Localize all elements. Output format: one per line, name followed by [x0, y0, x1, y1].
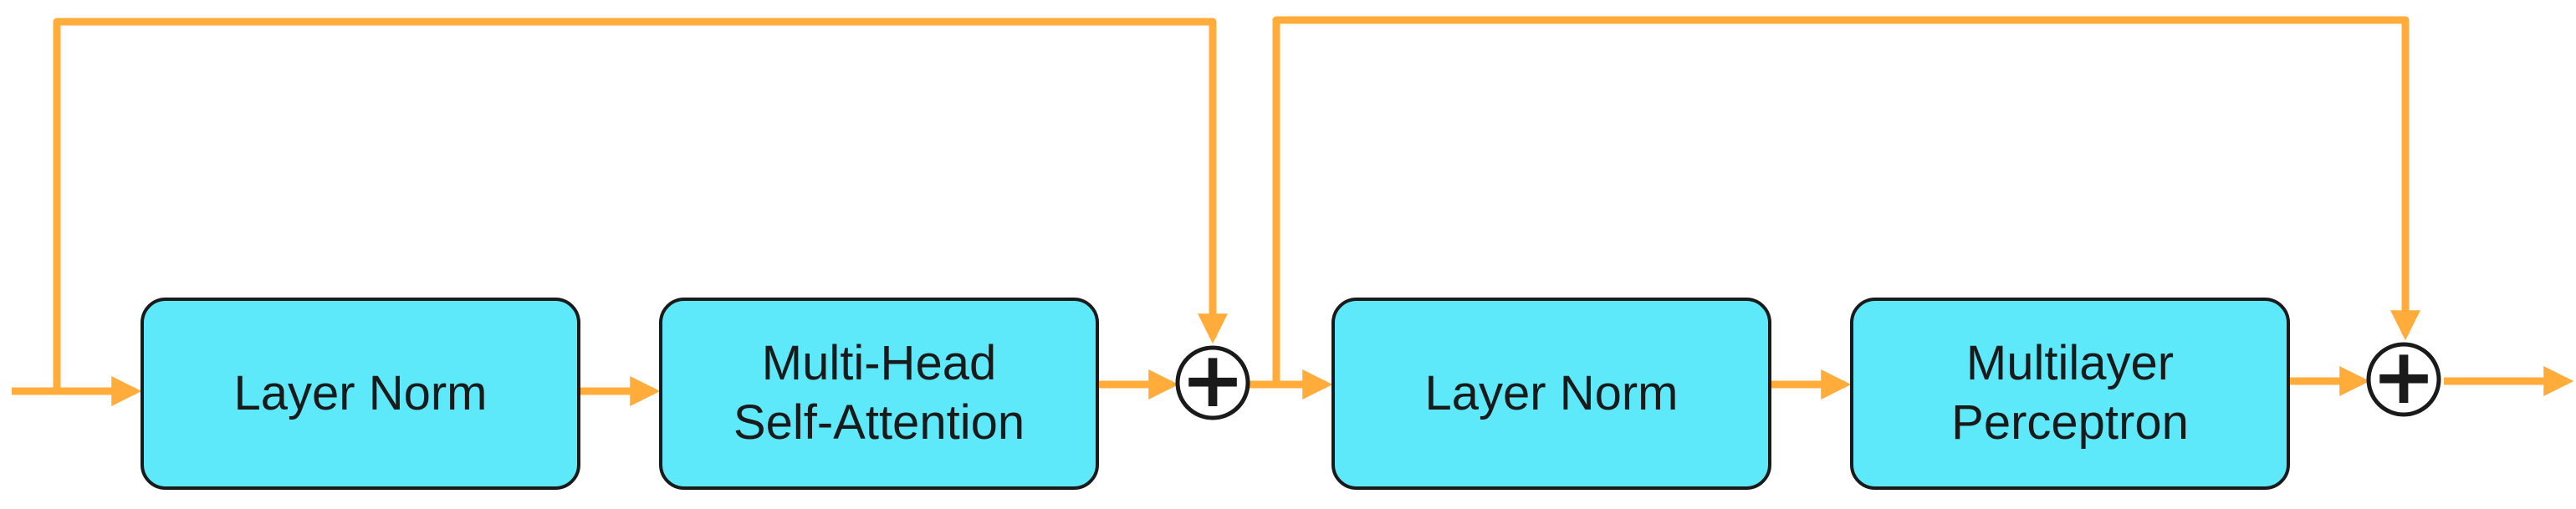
layer-norm-2-label: Layer Norm — [1424, 365, 1679, 420]
add-operator-1: + — [1175, 335, 1250, 425]
add-operator-2: + — [2366, 332, 2441, 421]
flow-arrows — [12, 16, 2574, 406]
layer-norm-block-2: Layer Norm — [1331, 298, 1771, 490]
multilayer-perceptron-block: Multilayer Perceptron — [1850, 298, 2290, 490]
multi-head-self-attention-block: Multi-Head Self-Attention — [659, 298, 1099, 490]
residual-skip-1-arrow — [53, 18, 1228, 391]
mhsa-label-line-1: Multi-Head — [761, 336, 997, 391]
mlp-label-line-1: Multilayer — [1965, 336, 2175, 391]
mhsa-label-line-2: Self-Attention — [733, 395, 1025, 450]
residual-skip-2-arrow — [1272, 16, 2420, 384]
layer-norm-1-label: Layer Norm — [233, 365, 488, 420]
add-operator-2-symbol: + — [2371, 332, 2435, 421]
add-operator-1-symbol: + — [1180, 335, 1245, 425]
mlp-label-line-2: Perceptron — [1951, 395, 2189, 450]
layer-norm-block-1: Layer Norm — [141, 298, 580, 490]
